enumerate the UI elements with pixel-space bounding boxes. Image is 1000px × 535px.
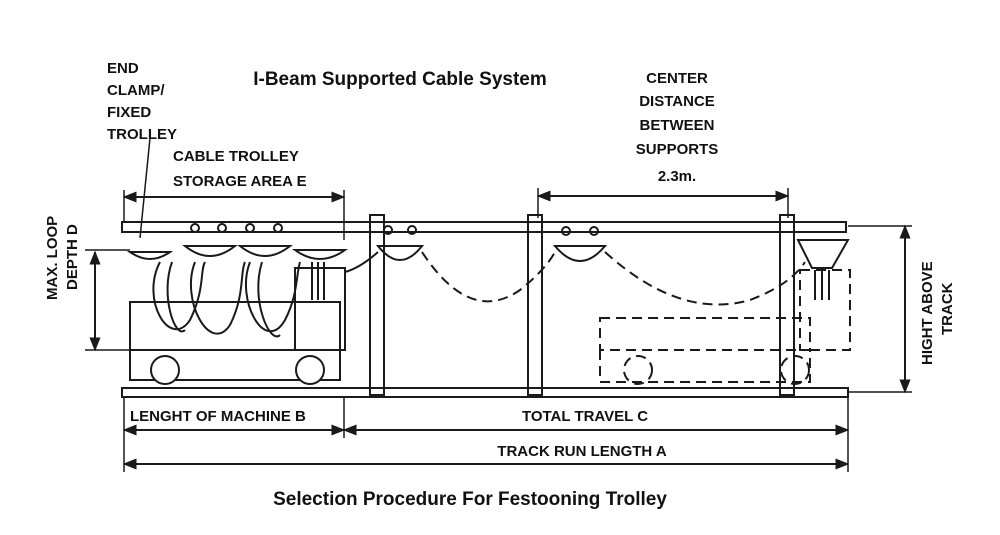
- center-distance-label: CENTER DISTANCE BETWEEN SUPPORTS 2.3m.: [636, 70, 719, 185]
- extended-cable-dashed: [421, 251, 806, 306]
- svg-text:DEPTH D: DEPTH D: [64, 224, 81, 290]
- stored-cable-trolleys: [126, 223, 349, 338]
- svg-text:TROLLEY: TROLLEY: [107, 126, 177, 143]
- end-trolley-right: [796, 239, 850, 300]
- end-clamp-label: END CLAMP/ FIXED TROLLEY: [107, 60, 177, 143]
- svg-text:STORAGE AREA E: STORAGE AREA E: [173, 173, 307, 190]
- total-travel-label: TOTAL TRAVEL C: [522, 408, 648, 425]
- loop-depth-label: MAX. LOOP DEPTH D: [44, 216, 81, 300]
- i-beam: [121, 221, 847, 233]
- trolley-2: [552, 226, 608, 262]
- trolley-1: [344, 225, 425, 273]
- machine-right-dashed: [599, 269, 851, 385]
- svg-text:SUPPORTS: SUPPORTS: [636, 141, 719, 158]
- storage-area-label: CABLE TROLLEY STORAGE AREA E: [173, 148, 307, 190]
- machine-length-label: LENGHT OF MACHINE B: [130, 408, 306, 425]
- svg-text:CABLE TROLLEY: CABLE TROLLEY: [173, 148, 299, 165]
- svg-text:MAX. LOOP: MAX. LOOP: [44, 216, 61, 300]
- support-posts: [369, 214, 795, 396]
- ground-rail: [121, 387, 849, 398]
- svg-text:DISTANCE: DISTANCE: [639, 93, 715, 110]
- svg-text:TRACK: TRACK: [939, 282, 956, 335]
- svg-text:END: END: [107, 60, 139, 77]
- svg-text:CLAMP/: CLAMP/: [107, 82, 165, 99]
- machine-left: [129, 262, 346, 385]
- svg-text:CENTER: CENTER: [646, 70, 708, 87]
- diagram-title: I-Beam Supported Cable System: [253, 69, 547, 90]
- svg-text:2.3m.: 2.3m.: [658, 168, 696, 185]
- diagram-caption: Selection Procedure For Festooning Troll…: [273, 489, 667, 510]
- height-label: HIGHT ABOVE TRACK: [919, 261, 956, 365]
- track-run-length-label: TRACK RUN LENGTH A: [497, 443, 667, 460]
- svg-text:HIGHT ABOVE: HIGHT ABOVE: [919, 261, 936, 365]
- svg-text:BETWEEN: BETWEEN: [640, 117, 715, 134]
- svg-text:FIXED: FIXED: [107, 104, 151, 121]
